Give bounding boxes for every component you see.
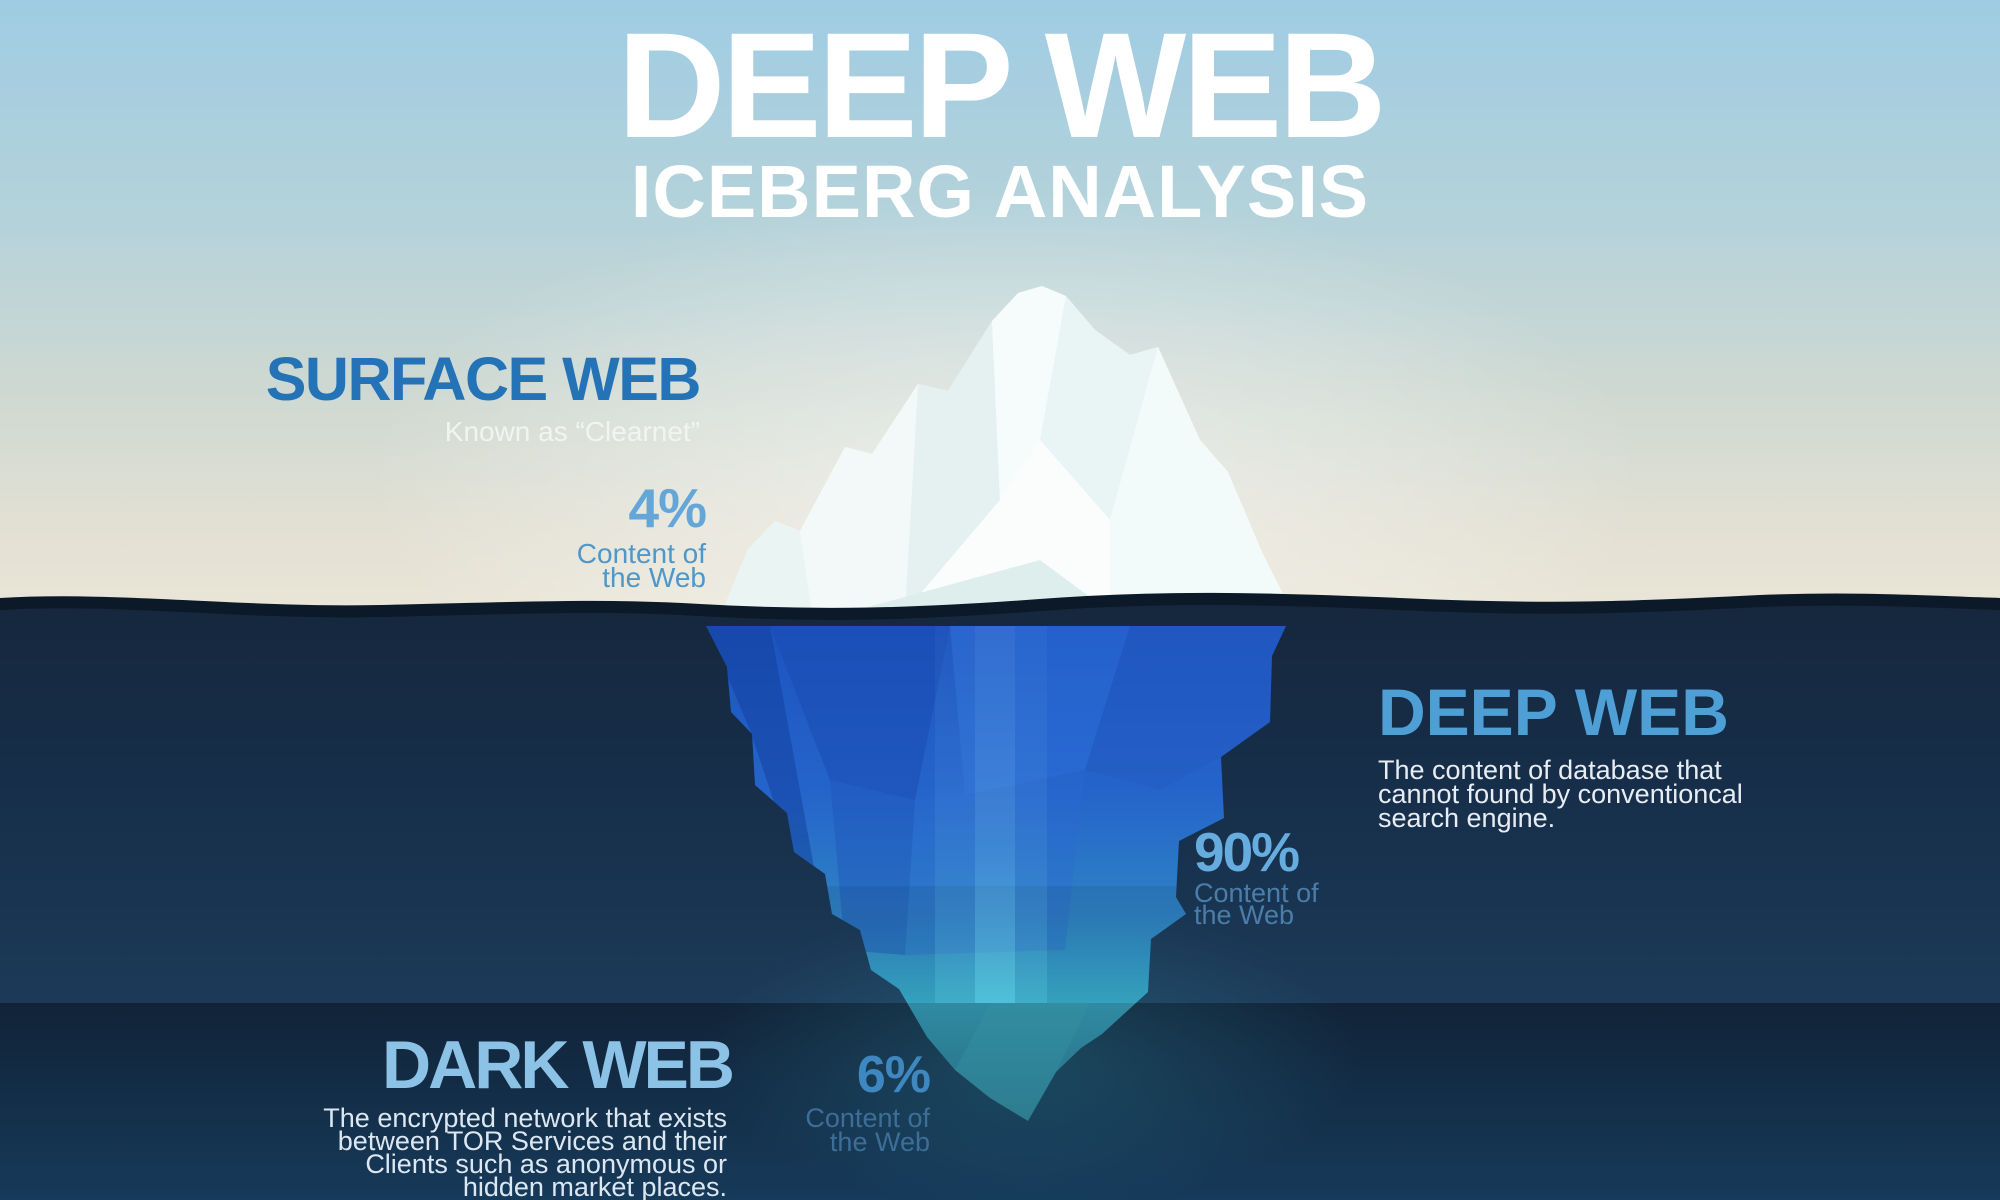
surface-web-heading: SURFACE WEB	[265, 345, 702, 413]
surface-web-subheading: Known as “Clearnet”	[444, 416, 700, 447]
dark-web-percent: 6%	[856, 1046, 931, 1104]
surface-web-percent: 4%	[628, 477, 708, 539]
surface-web-percent-caption: Content of the Web	[576, 538, 706, 593]
dark-web-heading: DARK WEB	[382, 1027, 735, 1103]
dark-web-description: The encrypted network that exists betwee…	[323, 1103, 727, 1200]
page-subtitle: ICEBERG ANALYSIS	[630, 150, 1370, 233]
deep-web-percent: 90%	[1194, 821, 1300, 883]
deep-web-heading: DEEP WEB	[1378, 675, 1729, 749]
deep-web-percent-block: 90% Content of the Web	[1194, 821, 1319, 930]
iceberg-above-water	[722, 286, 1292, 612]
dark-web-percent-block: 6% Content of the Web	[0, 1046, 931, 1157]
deep-web-description: The content of database that cannot foun…	[1378, 755, 1743, 833]
dark-web-percent-caption: Content of the Web	[805, 1103, 930, 1157]
waterline	[0, 592, 2000, 620]
page-title: DEEP WEB	[617, 1, 1386, 169]
surface-web-percent-block: 4% Content of the Web	[0, 477, 708, 593]
deep-web-percent-caption: Content of the Web	[1194, 878, 1319, 930]
